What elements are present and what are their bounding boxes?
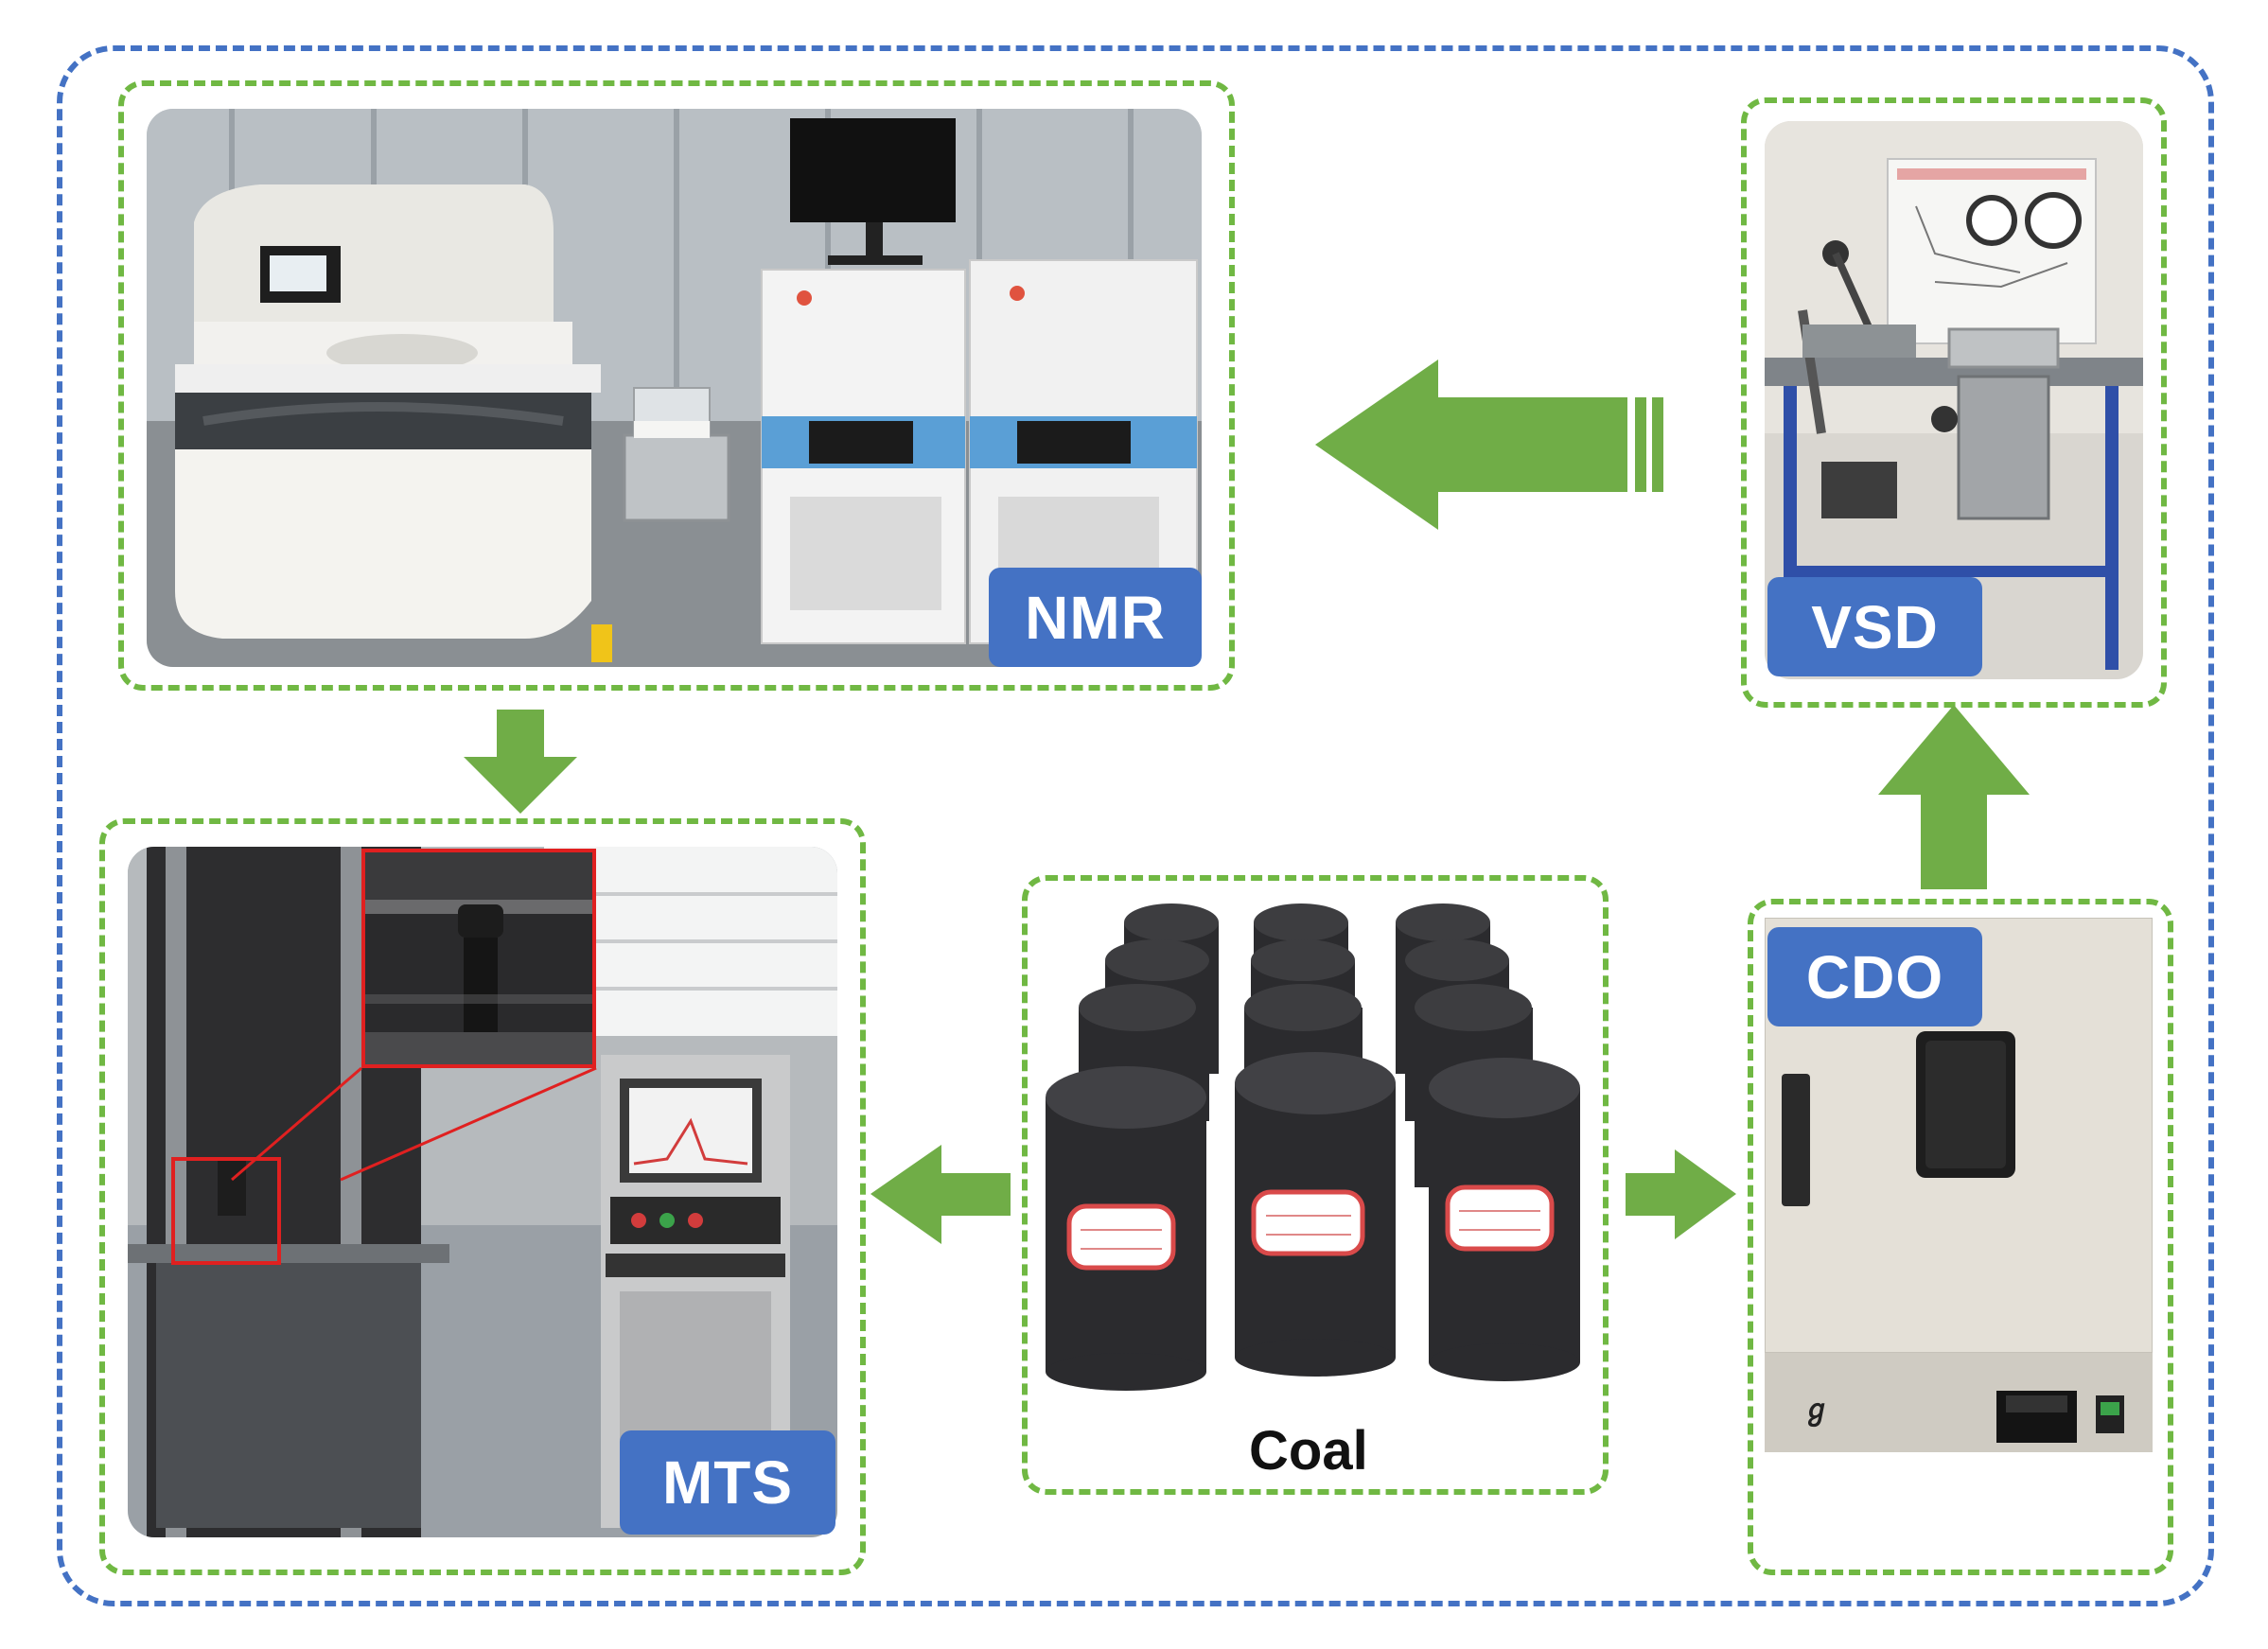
cdo-panel xyxy=(1748,899,2173,1575)
arrow-nmr-to-mts xyxy=(464,710,577,814)
arrow-vsd-to-nmr xyxy=(1315,360,1663,530)
svg-text:ℊ: ℊ xyxy=(1802,1395,1831,1428)
coal-panel xyxy=(1022,875,1609,1495)
mts-inset-photo xyxy=(361,849,596,1068)
coal-caption: Coal xyxy=(1249,1420,1368,1482)
mts-panel xyxy=(99,818,866,1575)
outer-frame xyxy=(57,45,2214,1606)
arrow-cdo-to-vsd xyxy=(1878,705,2030,889)
mts-label: MTS xyxy=(620,1430,835,1535)
arrow-coal-to-cdo xyxy=(1626,1149,1736,1239)
coal-photo xyxy=(1041,899,1590,1391)
arrow-coal-to-mts xyxy=(870,1145,1011,1244)
vsd-label: VSD xyxy=(1767,577,1982,676)
nmr-panel xyxy=(118,80,1235,691)
cdo-label: CDO xyxy=(1767,927,1982,1026)
nmr-label: NMR xyxy=(989,568,1202,667)
